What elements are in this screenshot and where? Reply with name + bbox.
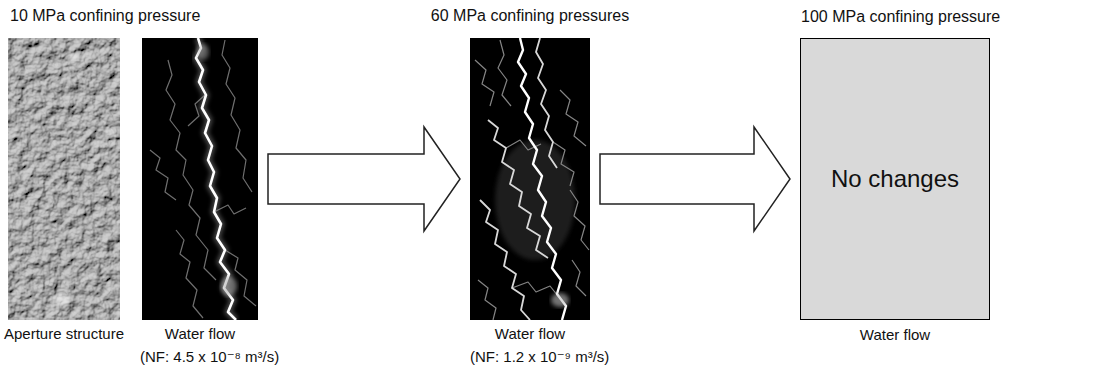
image-panel: Aperture structure: [8, 38, 120, 320]
water-flow-image: [142, 38, 258, 320]
image-panel: 60 MPa confining pressuresWater flow(NF:…: [470, 38, 590, 320]
result-box: 100 MPa confining pressureNo changesWate…: [800, 38, 990, 320]
water-flow-image: [470, 38, 590, 320]
panel-heading: 100 MPa confining pressure: [801, 7, 1000, 26]
box-text: No changes: [831, 165, 959, 193]
panel-caption: Water flow: [165, 324, 235, 343]
panel-caption: Water flow: [860, 325, 930, 344]
aperture-image: [8, 38, 120, 320]
block-arrow: [268, 127, 460, 231]
panel-caption: Aperture structure: [4, 324, 124, 343]
panel-heading: 10 MPa confining pressure: [10, 6, 200, 25]
panel-heading: 60 MPa confining pressures: [431, 6, 629, 25]
image-panel: Water flow(NF: 4.5 x 10⁻⁸ m³/s): [142, 38, 258, 320]
block-arrow: [600, 127, 790, 231]
panel-caption: (NF: 4.5 x 10⁻⁸ m³/s): [140, 347, 279, 366]
panel-caption: Water flow: [495, 324, 565, 343]
panel-caption: (NF: 1.2 x 10⁻⁹ m³/s): [470, 347, 609, 366]
